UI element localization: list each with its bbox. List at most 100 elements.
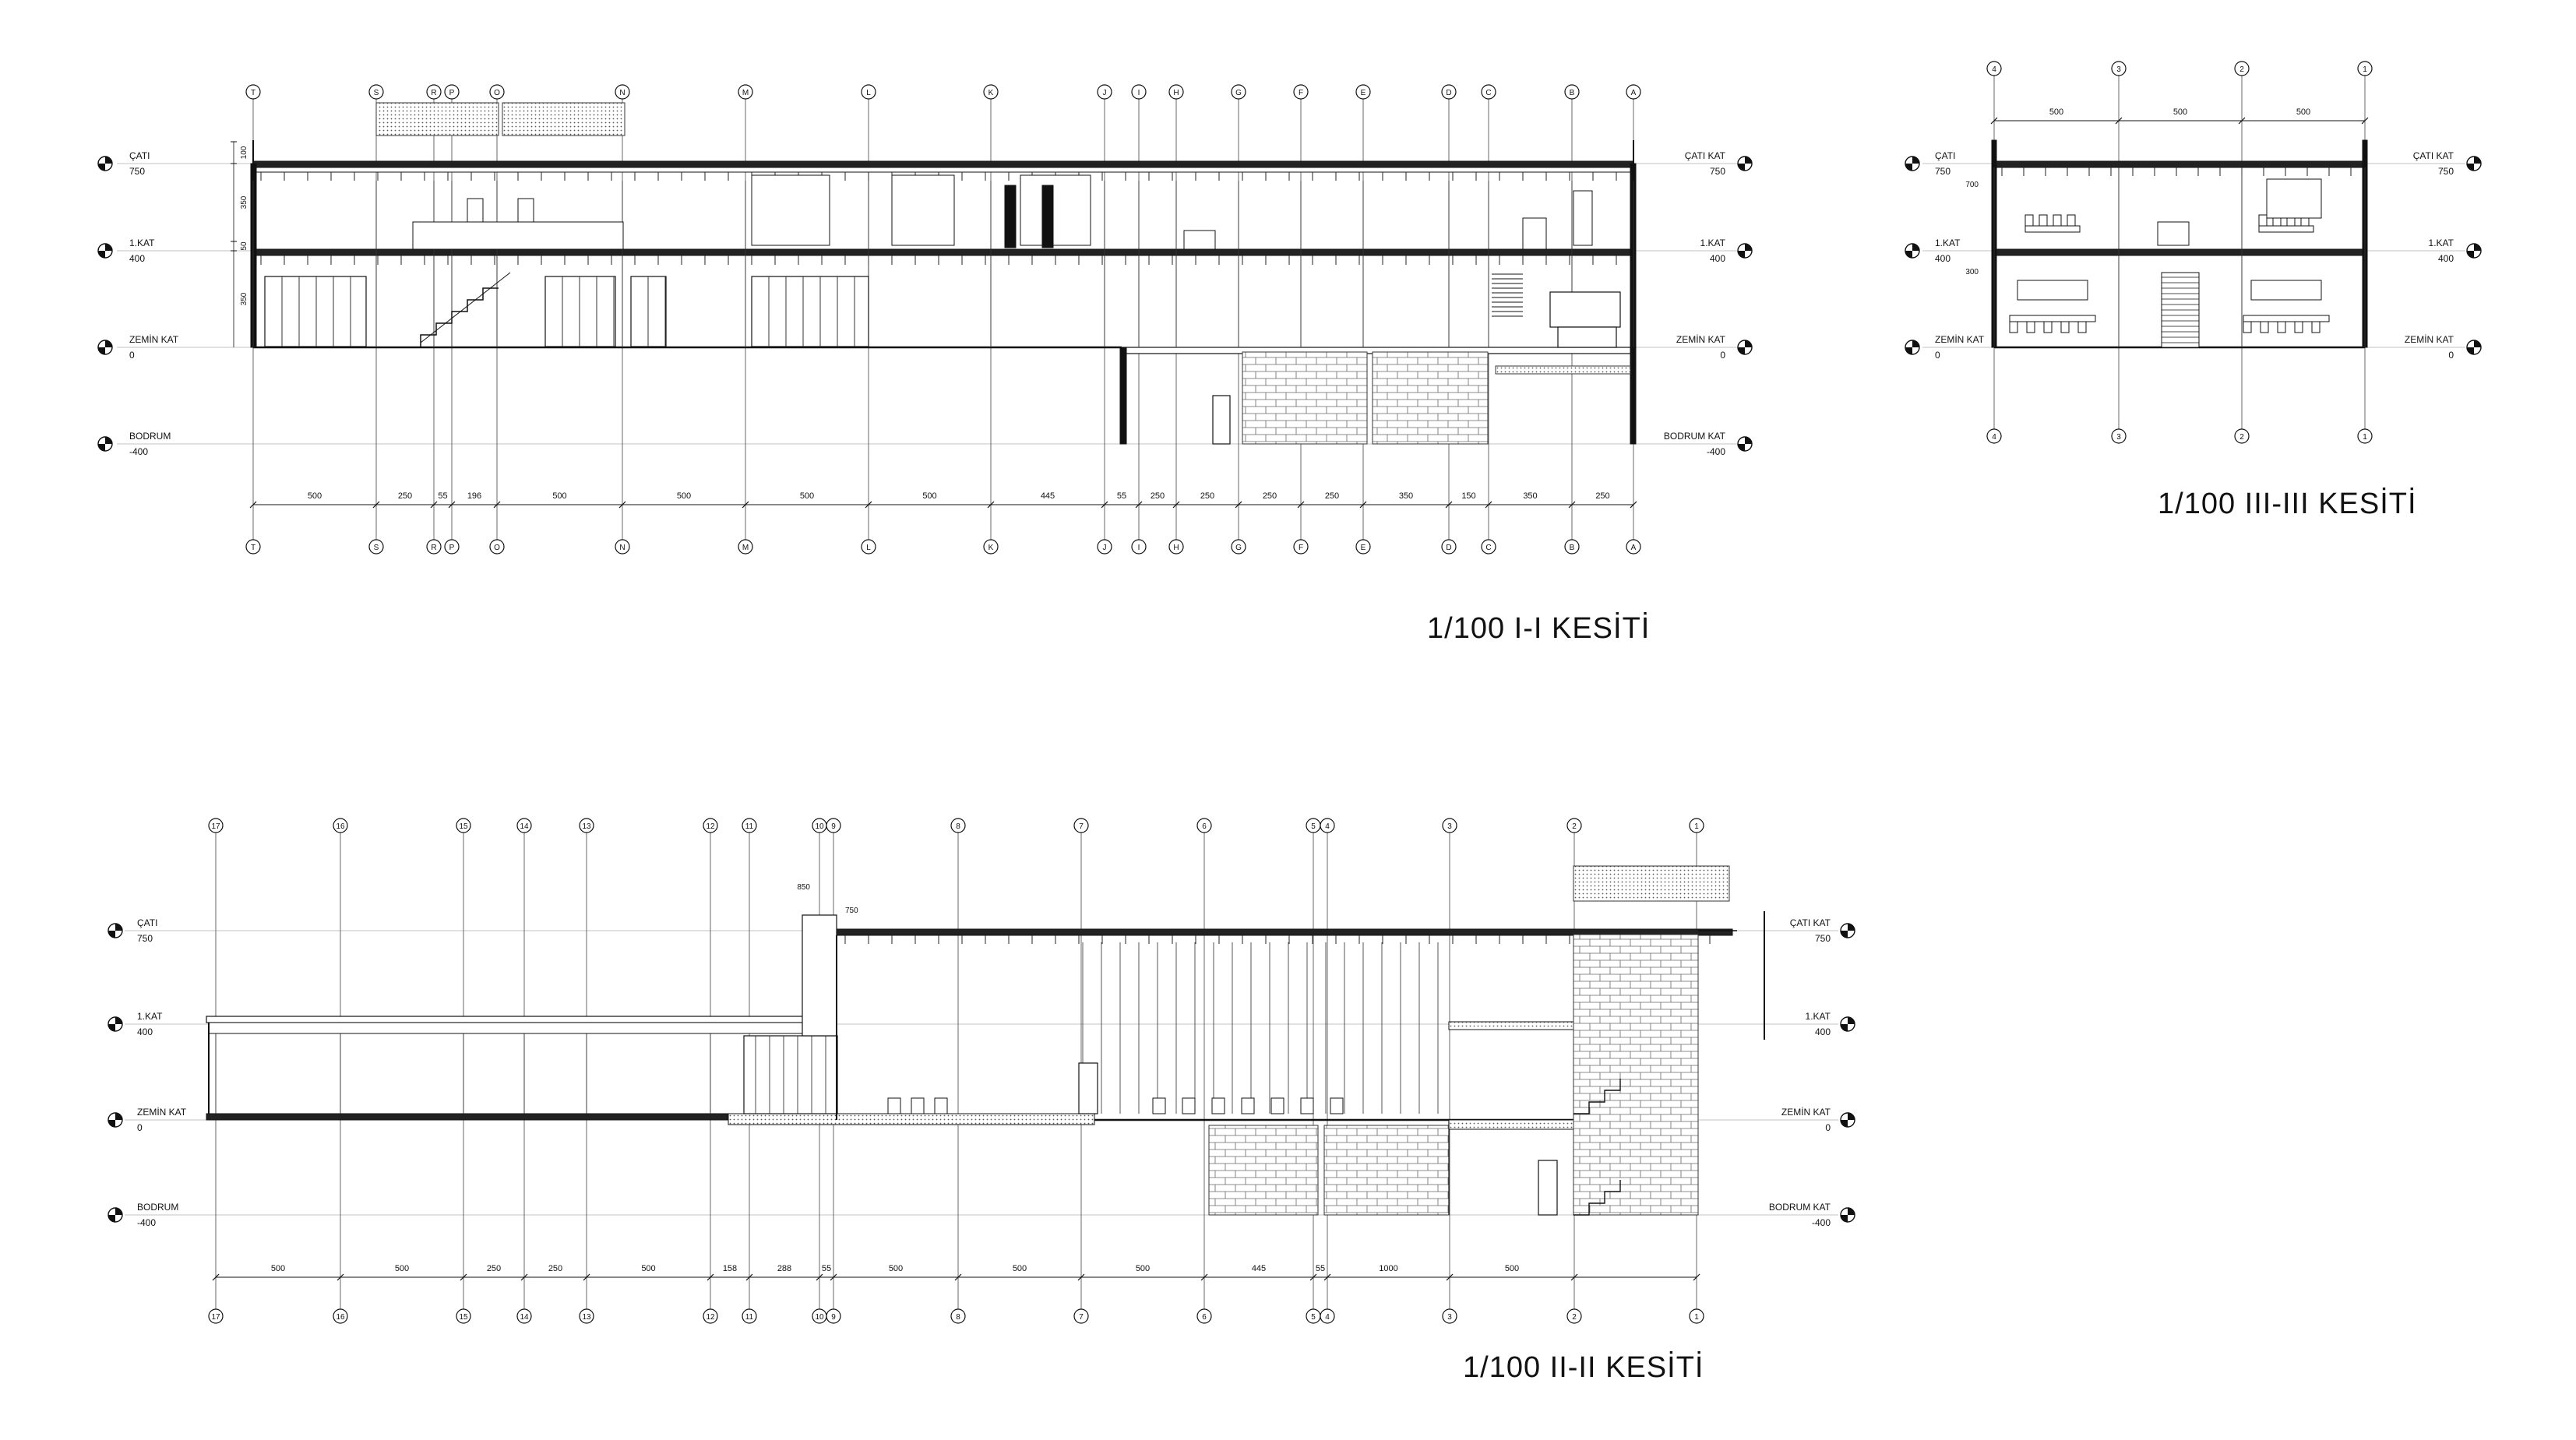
- axis-bubble: 8: [950, 1308, 966, 1324]
- chair: [2025, 214, 2034, 227]
- dim-tick: [742, 501, 749, 509]
- axis-circle: [1097, 84, 1112, 100]
- axis-label: 14: [520, 1313, 529, 1322]
- axis-circle: [826, 818, 841, 833]
- axis-circle: [1293, 84, 1309, 100]
- vertical-dim-value: 50: [240, 241, 248, 251]
- axis-label: 5: [1311, 1313, 1316, 1322]
- axis-bubble: M: [738, 539, 753, 555]
- axis-bubble: 15: [456, 1308, 471, 1324]
- level-name: BODRUM KAT: [1664, 431, 1726, 442]
- axis-circle: [1442, 1308, 1457, 1324]
- axis-bubble: S: [368, 539, 384, 555]
- level-quadrant: [108, 931, 115, 938]
- axis-bubble: C: [1481, 539, 1496, 555]
- axis-circle: [1196, 818, 1212, 833]
- axis-bubble: 3: [1442, 818, 1457, 833]
- level-quadrant: [105, 244, 112, 251]
- brick-core: [1573, 934, 1699, 1216]
- axis-bubble: C: [1481, 84, 1496, 100]
- axis-label: C: [1485, 544, 1491, 552]
- ground-slab: [206, 1113, 729, 1121]
- axis-label: 10: [815, 1313, 824, 1322]
- cabinet: [1573, 190, 1593, 246]
- axis-circle: [1231, 539, 1246, 555]
- level-value: 0: [2448, 350, 2454, 361]
- seat: [1182, 1097, 1196, 1114]
- desk: [1183, 230, 1216, 250]
- axis-bubble: A: [1626, 539, 1641, 555]
- dim-value: 500: [800, 491, 814, 501]
- axis-bubble: D: [1441, 84, 1457, 100]
- level-value: 400: [2438, 253, 2454, 264]
- axis-circle: [516, 818, 532, 833]
- axis-bubble: R: [426, 539, 442, 555]
- axis-bubble: R: [426, 84, 442, 100]
- dim-value: 250: [398, 491, 412, 501]
- dim-tick: [618, 501, 626, 509]
- axis-circle: [444, 84, 460, 100]
- axis-label: A: [1631, 89, 1637, 97]
- axis-circle: [1293, 539, 1309, 555]
- dim-tick: [2115, 117, 2123, 125]
- axis-label: 15: [459, 1313, 468, 1322]
- dim-value: 500: [552, 491, 566, 501]
- axis-bubble: D: [1441, 539, 1457, 555]
- axis-bubble: 10: [812, 1308, 827, 1324]
- axis-label: 13: [582, 1313, 591, 1322]
- axis-circle: [1097, 539, 1112, 555]
- chair: [2039, 214, 2048, 227]
- axis-label: 3: [2116, 65, 2121, 74]
- door: [1078, 1062, 1098, 1114]
- dim-tick: [583, 1273, 590, 1281]
- axis-label: 12: [706, 1313, 715, 1322]
- axis-circle: [1441, 539, 1457, 555]
- brick-wall: [1208, 1125, 1319, 1216]
- axis-label: 1: [2363, 433, 2367, 442]
- axis-label: D: [1446, 89, 1451, 97]
- section-2-title: 1/100 II-II KESİTİ: [1463, 1351, 1704, 1384]
- dim-tick: [816, 1273, 823, 1281]
- axis-label: 7: [1079, 822, 1084, 831]
- axis-bubble: L: [861, 539, 876, 555]
- axis-label: D: [1446, 544, 1451, 552]
- level-value: -400: [137, 1217, 156, 1228]
- axis-bubble: 7: [1073, 1308, 1089, 1324]
- axis-circle: [1131, 84, 1147, 100]
- axis-bubble: 17: [208, 818, 224, 833]
- level-quadrant: [1745, 437, 1752, 444]
- level-name: ZEMİN KAT: [1676, 334, 1726, 345]
- roof-slab: [252, 160, 1634, 168]
- axis-circle: [1689, 818, 1704, 833]
- level-quadrant: [1745, 157, 1752, 164]
- axis-circle: [950, 1308, 966, 1324]
- dim-tick: [830, 1273, 837, 1281]
- axis-circle: [615, 84, 630, 100]
- dim-value: 250: [1263, 491, 1277, 501]
- axis-bubble: T: [245, 84, 261, 100]
- stair: [420, 287, 499, 347]
- dim-tick: [1309, 1273, 1317, 1281]
- axis-bubble: E: [1355, 539, 1371, 555]
- axis-label: F: [1299, 89, 1303, 97]
- axis-label: 1: [1694, 1313, 1699, 1322]
- axis-label: I: [1138, 544, 1140, 552]
- partition: [751, 174, 830, 246]
- axis-circle: [1564, 539, 1580, 555]
- dim-value: 55: [1117, 491, 1126, 501]
- axis-circle: [489, 539, 505, 555]
- level-name: ÇATI: [137, 917, 157, 928]
- axis-bubble: 14: [516, 818, 532, 833]
- dim-value: 500: [1013, 1264, 1027, 1273]
- level-value: 0: [137, 1122, 143, 1133]
- axis-label: 4: [1992, 433, 1996, 442]
- axis-label: 17: [211, 822, 220, 831]
- dim-tick: [1172, 501, 1180, 509]
- axis-bubble: G: [1231, 84, 1246, 100]
- roof-equipment: [1573, 865, 1730, 902]
- dim-tick: [1235, 501, 1242, 509]
- axis-label: L: [866, 89, 871, 97]
- axis-bubble: 4: [1320, 818, 1335, 833]
- dim-tick: [1485, 501, 1492, 509]
- level-quadrant: [115, 1017, 122, 1024]
